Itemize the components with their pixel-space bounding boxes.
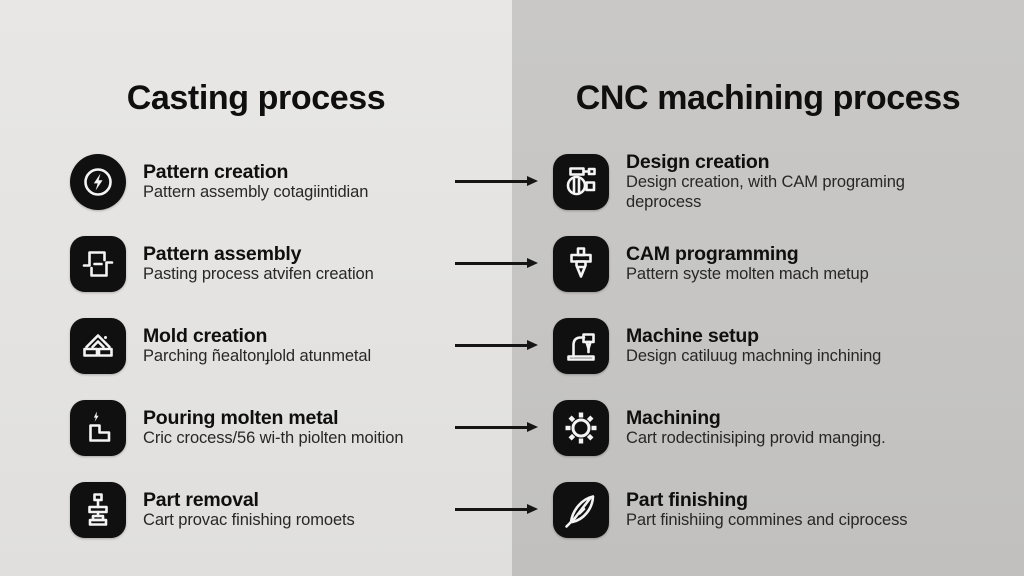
feather-icon xyxy=(553,482,609,538)
step-text: Pattern assembly Pasting process atvifen… xyxy=(143,243,374,285)
mold-bricks-icon xyxy=(70,318,126,374)
pattern-brackets-icon xyxy=(70,236,126,292)
press-icon xyxy=(70,482,126,538)
cad-machine-icon xyxy=(553,154,609,210)
step-text: Machining Cart rodectinisiping provid ma… xyxy=(626,407,886,449)
casting-steps: Pattern creation Pattern assembly cotagi… xyxy=(0,141,512,551)
step-part-removal: Part removal Cart provac finishing romoe… xyxy=(0,469,512,551)
step-title: Pouring molten metal xyxy=(143,406,339,429)
cnc-panel: CNC machining process Design creation De xyxy=(512,0,1024,576)
step-part-finishing: Part finishing Part finishiing commines … xyxy=(512,469,1024,551)
step-text: Pattern creation Pattern assembly cotagi… xyxy=(143,161,368,203)
step-text: Machine setup Design catiluug machning i… xyxy=(626,325,881,367)
step-title: Machine setup xyxy=(626,324,759,347)
step-text: Part removal Cart provac finishing romoe… xyxy=(143,489,355,531)
step-mold-creation: Mold creation Parching ñealtonɟlold atun… xyxy=(0,305,512,387)
step-cam-programming: CAM programming Pattern syste molten mac… xyxy=(512,223,1024,305)
step-text: Pouring molten metal Cric crocess/56 wi-… xyxy=(143,406,404,449)
step-subtitle: Pattern syste molten mach metup xyxy=(626,265,869,284)
step-pattern-creation: Pattern creation Pattern assembly cotagi… xyxy=(0,141,512,223)
casting-panel: Casting process Pattern creation Pattern… xyxy=(0,0,512,576)
step-title: CAM programming xyxy=(626,242,799,265)
drill-bit-icon xyxy=(553,236,609,292)
step-text: Part finishing Part finishiing commines … xyxy=(626,488,908,531)
gear-icon xyxy=(553,400,609,456)
step-title: Part removal xyxy=(143,488,259,511)
step-subtitle: Cart provac finishing romoets xyxy=(143,511,355,530)
step-subtitle: Design catiluug machning inchining xyxy=(626,347,882,366)
step-text: Design creation Design creation, with CA… xyxy=(626,151,926,213)
cnc-mill-icon xyxy=(553,318,609,374)
pouring-ladle-icon xyxy=(70,400,126,456)
lightning-circle-icon xyxy=(70,154,126,210)
step-title: Part finishing xyxy=(626,488,748,511)
step-title: Mold creation xyxy=(143,324,268,347)
step-title: Machining xyxy=(626,406,721,429)
step-subtitle: Design creation, with CAM programing dep… xyxy=(626,173,905,212)
cnc-steps: Design creation Design creation, with CA… xyxy=(512,141,1024,551)
step-subtitle: Parching ñealtonɟlold atunmetal xyxy=(143,347,372,366)
casting-panel-title: Casting process xyxy=(126,79,386,117)
step-subtitle: Pattern assembly cotagiintidian xyxy=(143,183,369,202)
cnc-panel-title: CNC machining process xyxy=(575,79,961,117)
step-title: Pattern assembly xyxy=(143,242,302,265)
step-subtitle: Pasting process atvifen creation xyxy=(143,265,374,284)
step-title: Design creation xyxy=(626,150,770,173)
step-pattern-assembly: Pattern assembly Pasting process atvifen… xyxy=(0,223,512,305)
step-machining: Machining Cart rodectinisiping provid ma… xyxy=(512,387,1024,469)
step-text: CAM programming Pattern syste molten mac… xyxy=(626,243,869,285)
step-machine-setup: Machine setup Design catiluug machning i… xyxy=(512,305,1024,387)
step-subtitle: Cric crocess/56 wi-th piolten moition xyxy=(143,429,404,448)
step-subtitle: Cart rodectinisiping provid manging. xyxy=(626,429,886,448)
step-design-creation: Design creation Design creation, with CA… xyxy=(512,141,1024,223)
step-text: Mold creation Parching ñealtonɟlold atun… xyxy=(143,325,371,367)
step-subtitle: Part finishiing commines and ciprocess xyxy=(626,511,908,530)
step-title: Pattern creation xyxy=(143,160,289,183)
step-pouring-molten-metal: Pouring molten metal Cric crocess/56 wi-… xyxy=(0,387,512,469)
